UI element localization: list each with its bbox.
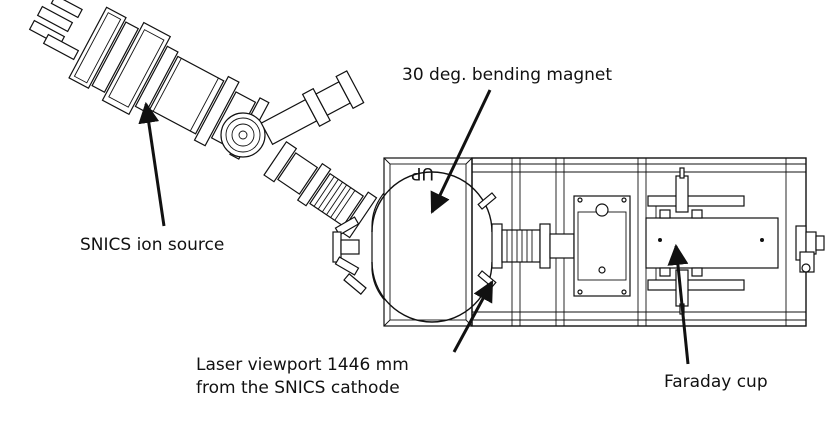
magnet-arrow <box>430 89 492 214</box>
ion-source-arrow <box>138 101 166 227</box>
end-feedthrough <box>795 225 825 273</box>
ion-source-label: SNICS ion source <box>80 235 224 255</box>
beamline-segment-2 <box>491 223 575 269</box>
viewport-label-line1: Laser viewport 1446 mm <box>196 355 409 375</box>
cup-dot-right <box>760 238 764 242</box>
vacuum-box <box>573 195 631 297</box>
beamline-segment-1 <box>263 140 378 239</box>
faraday-arrow <box>667 243 690 365</box>
source-body <box>68 6 270 160</box>
up-mark: UP <box>411 163 434 183</box>
viewport-label-line2: from the SNICS cathode <box>196 378 400 398</box>
pump-arm <box>260 70 365 146</box>
faraday-label: Faraday cup <box>664 372 768 392</box>
magnet-label: 30 deg. bending magnet <box>402 65 612 85</box>
cathode-rods <box>28 0 83 61</box>
cup-dot-left <box>658 238 662 242</box>
snics-ion-source <box>28 0 378 239</box>
source-chamber <box>220 112 266 158</box>
viewport-arrow <box>452 280 494 353</box>
faraday-cup-assembly <box>645 167 779 315</box>
